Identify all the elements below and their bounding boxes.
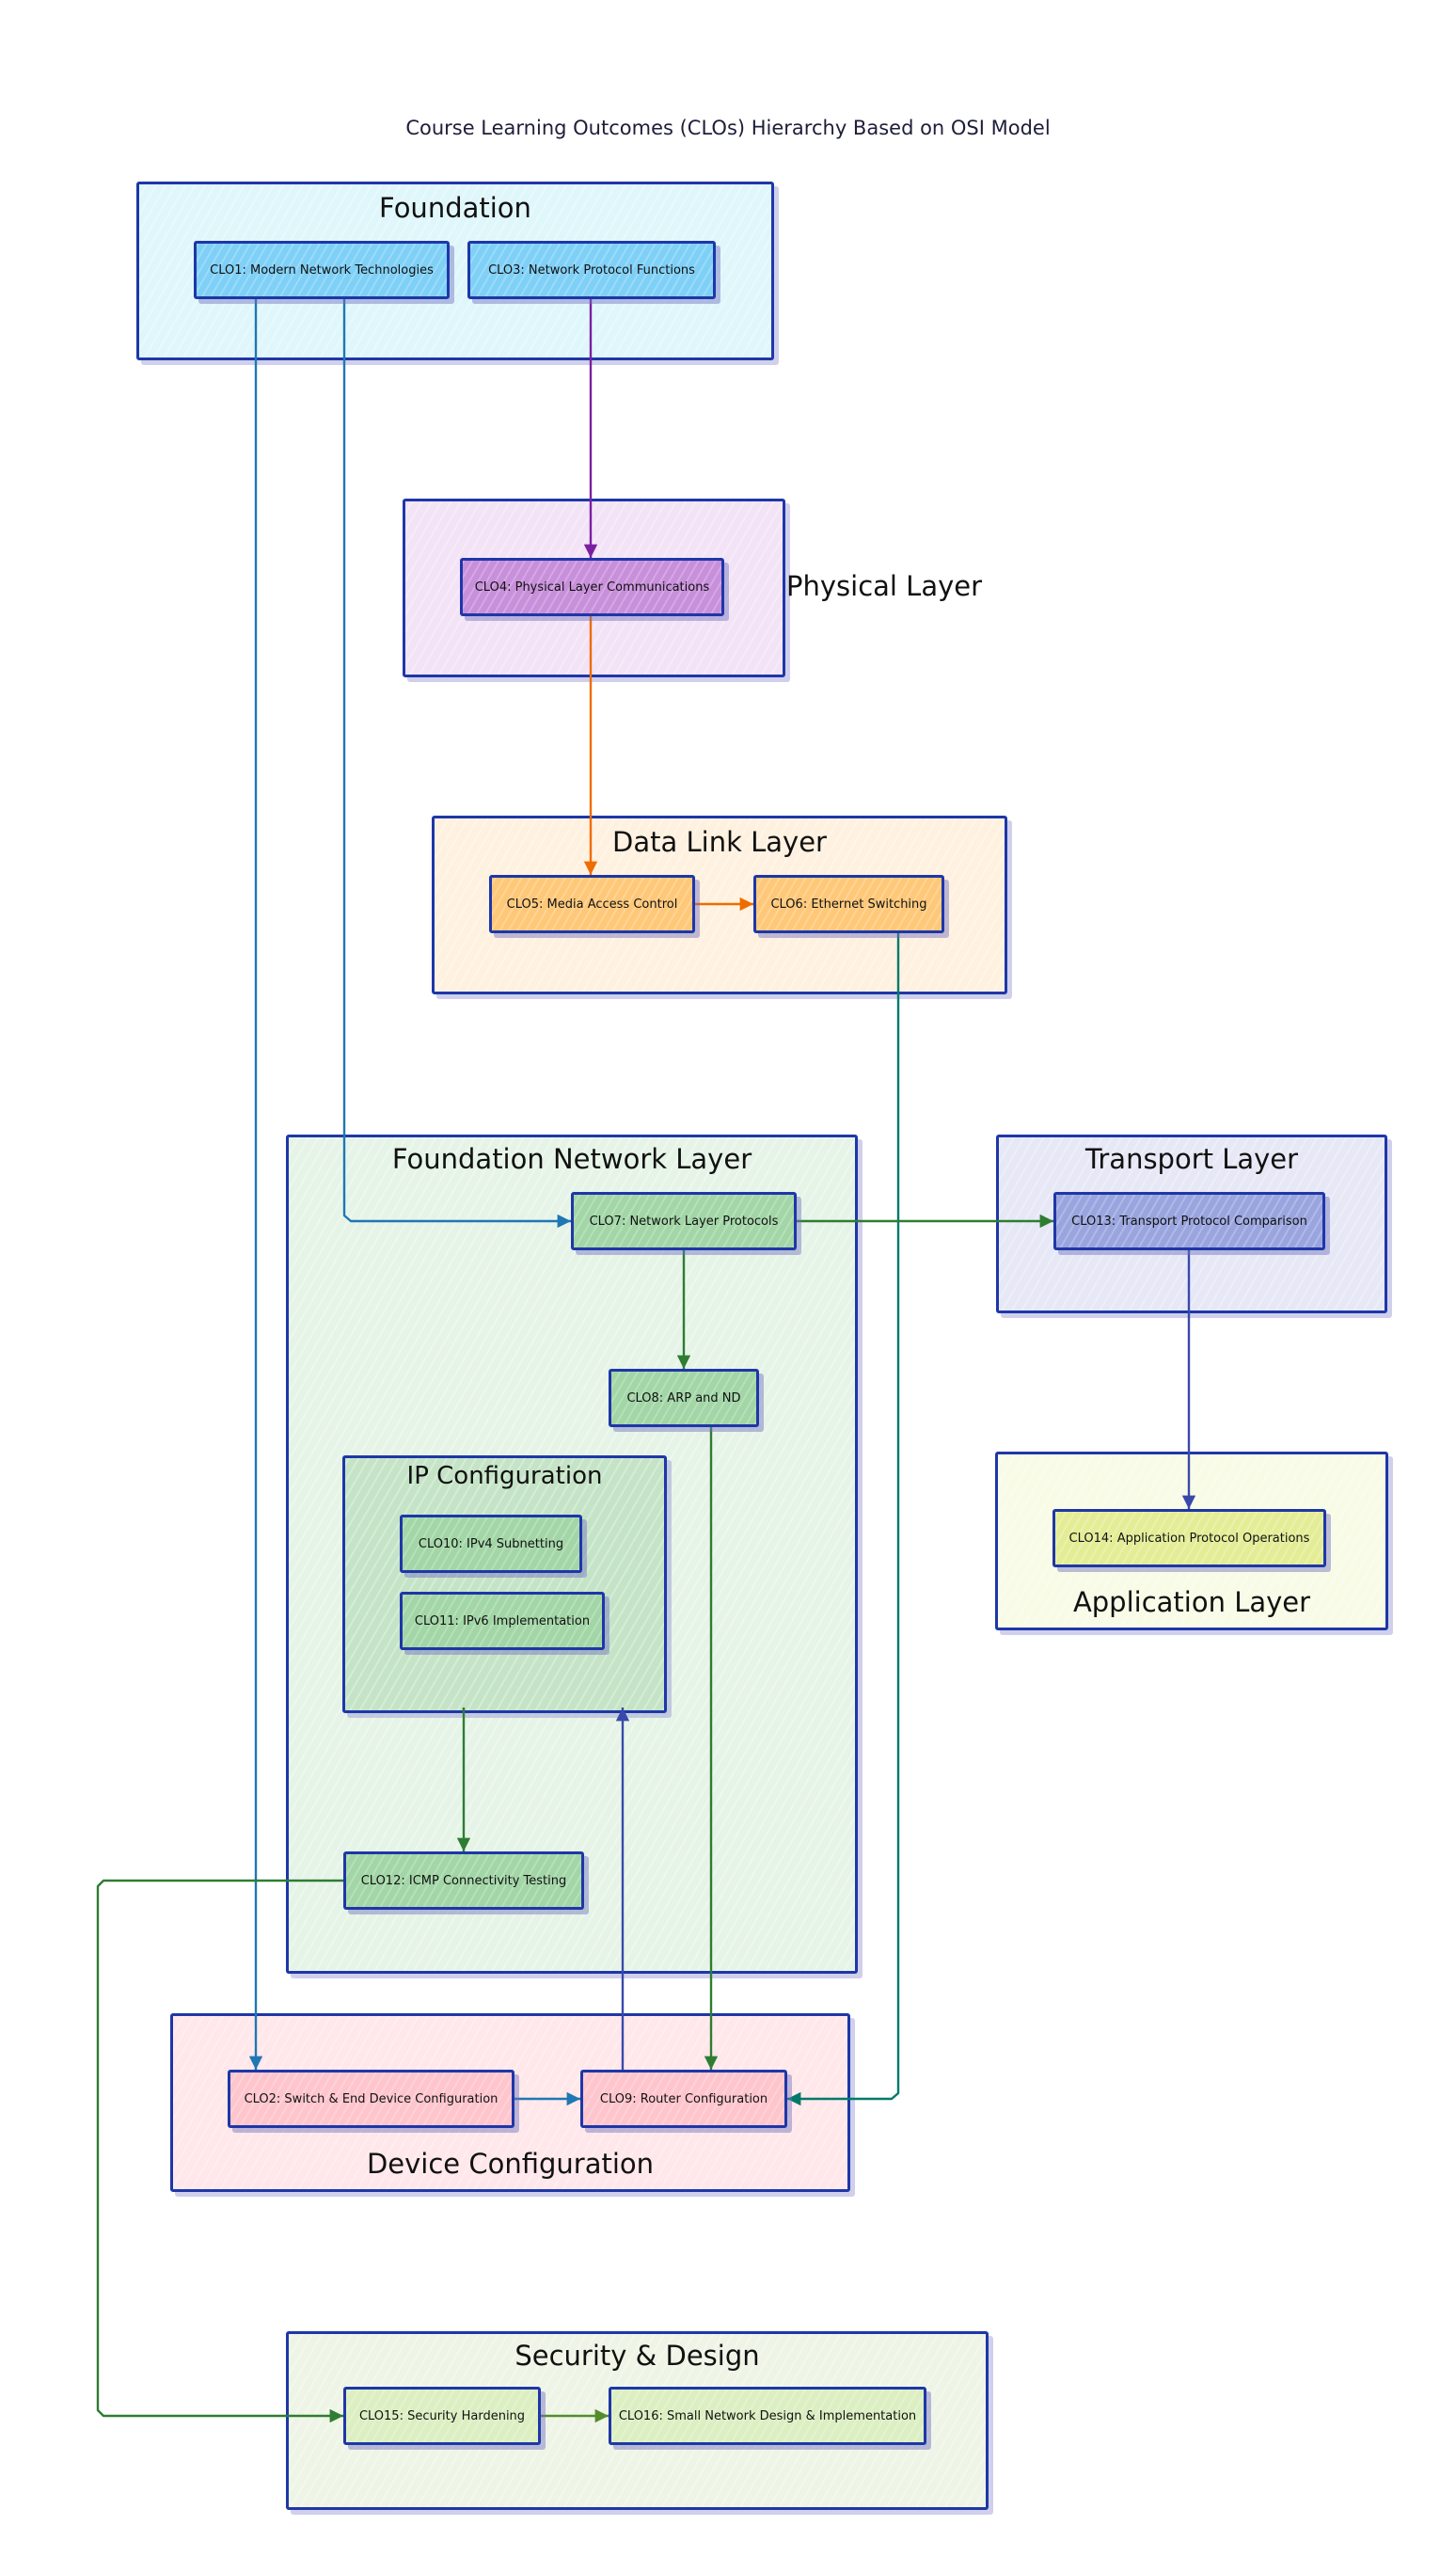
edge-clo12-to-clo15 bbox=[96, 1879, 343, 2423]
node-clo14[interactable]: CLO14: Application Protocol Operations bbox=[1052, 1509, 1326, 1567]
group-label-physical: Physical Layer bbox=[786, 570, 983, 602]
diagram-title: Course Learning Outcomes (CLOs) Hierarch… bbox=[405, 117, 1051, 139]
node-clo10[interactable]: CLO10: IPv4 Subnetting bbox=[400, 1515, 582, 1573]
edge-clo1-to-clo7 bbox=[342, 299, 571, 1229]
node-clo3[interactable]: CLO3: Network Protocol Functions bbox=[467, 241, 716, 299]
node-clo6[interactable]: CLO6: Ethernet Switching bbox=[753, 875, 944, 933]
group-label-ipconfig: IP Configuration bbox=[406, 1462, 603, 1490]
node-clo9[interactable]: CLO9: Router Configuration bbox=[580, 2070, 787, 2128]
node-clo11[interactable]: CLO11: IPv6 Implementation bbox=[400, 1592, 605, 1650]
group-label-foundation: Foundation bbox=[379, 192, 531, 224]
group-ipconfig: IP Configuration bbox=[342, 1455, 667, 1713]
group-label-netlayer: Foundation Network Layer bbox=[391, 1143, 752, 1175]
node-clo16[interactable]: CLO16: Small Network Design & Implementa… bbox=[609, 2387, 926, 2445]
node-clo1[interactable]: CLO1: Modern Network Technologies bbox=[194, 241, 450, 299]
edge-clo6-to-clo9 bbox=[787, 933, 900, 2106]
node-clo15[interactable]: CLO15: Security Hardening bbox=[343, 2387, 541, 2445]
group-label-security: Security & Design bbox=[514, 2340, 760, 2372]
group-label-application: Application Layer bbox=[1072, 1586, 1311, 1618]
node-clo4[interactable]: CLO4: Physical Layer Communications bbox=[460, 558, 724, 616]
node-clo2[interactable]: CLO2: Switch & End Device Configuration bbox=[228, 2070, 514, 2128]
group-label-transport: Transport Layer bbox=[1084, 1143, 1299, 1175]
group-label-datalink: Data Link Layer bbox=[612, 826, 827, 858]
node-clo7[interactable]: CLO7: Network Layer Protocols bbox=[571, 1192, 797, 1250]
group-label-device: Device Configuration bbox=[366, 2148, 655, 2180]
node-clo5[interactable]: CLO5: Media Access Control bbox=[489, 875, 695, 933]
node-clo12[interactable]: CLO12: ICMP Connectivity Testing bbox=[343, 1851, 584, 1910]
node-clo8[interactable]: CLO8: ARP and ND bbox=[609, 1369, 759, 1427]
node-clo13[interactable]: CLO13: Transport Protocol Comparison bbox=[1053, 1192, 1325, 1250]
